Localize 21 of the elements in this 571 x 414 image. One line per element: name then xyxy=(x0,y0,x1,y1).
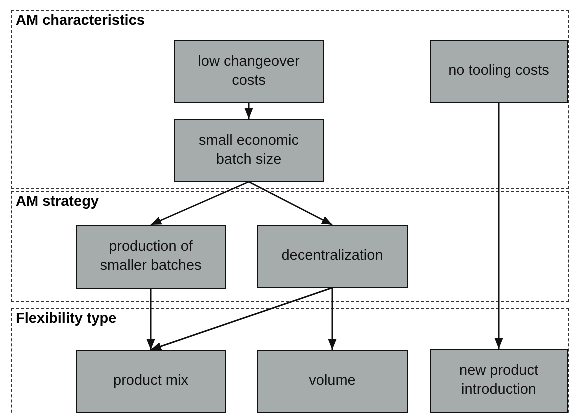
arrow xyxy=(150,287,333,351)
process-box: product mix xyxy=(76,350,226,413)
process-box: new product introduction xyxy=(430,349,568,413)
section-heading: AM strategy xyxy=(16,194,99,210)
arrow xyxy=(244,103,254,119)
arrow xyxy=(328,288,337,350)
section-heading: AM characteristics xyxy=(16,13,145,29)
section-heading: Flexibility type xyxy=(16,311,117,327)
process-box: production of smaller batches xyxy=(76,225,226,289)
arrow xyxy=(248,181,333,226)
process-box: decentralization xyxy=(257,225,408,288)
section-band xyxy=(11,10,569,189)
process-box: low changeover costs xyxy=(174,40,324,103)
arrow xyxy=(150,181,250,226)
arrow xyxy=(494,103,504,349)
arrow xyxy=(146,289,156,350)
section-band xyxy=(11,308,569,414)
process-box: small economic batch size xyxy=(174,119,324,182)
process-box: no tooling costs xyxy=(430,40,568,103)
process-box: volume xyxy=(257,350,408,413)
section-band xyxy=(11,191,569,302)
